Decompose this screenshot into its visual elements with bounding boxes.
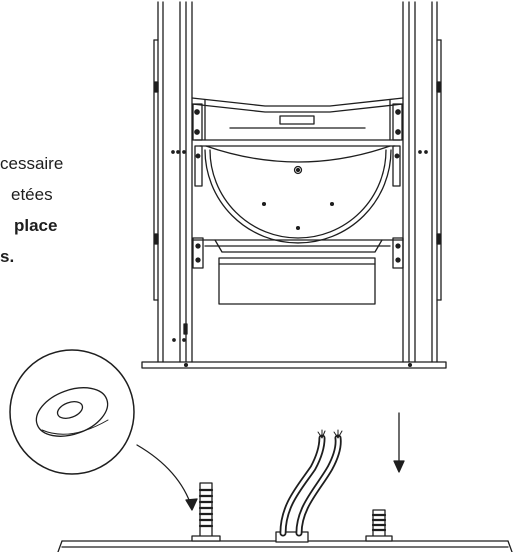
instruction-line-4: s. (0, 247, 15, 266)
base-plate (141, 361, 447, 369)
mounting-plate (57, 429, 513, 552)
callout-arrow (136, 444, 193, 509)
instruction-line-3: place (14, 216, 58, 235)
washer-detail-callout (9, 349, 198, 511)
left-stud-bolt (191, 482, 221, 542)
right-stud-bolt (365, 509, 393, 542)
frame-assembly (141, 1, 447, 369)
instruction-line-2: etées (11, 185, 53, 204)
arrow-head-icon (185, 498, 198, 511)
control-box (218, 257, 376, 305)
right-column (402, 1, 442, 363)
power-cables (279, 429, 343, 537)
upper-bracket (191, 97, 404, 141)
instruction-line-1: cessaire (0, 154, 64, 173)
cable-grommet (275, 531, 309, 543)
lower-bracket (191, 237, 404, 305)
left-column (153, 1, 193, 363)
swivel-plate (194, 145, 401, 244)
down-arrow-icon (393, 412, 405, 473)
